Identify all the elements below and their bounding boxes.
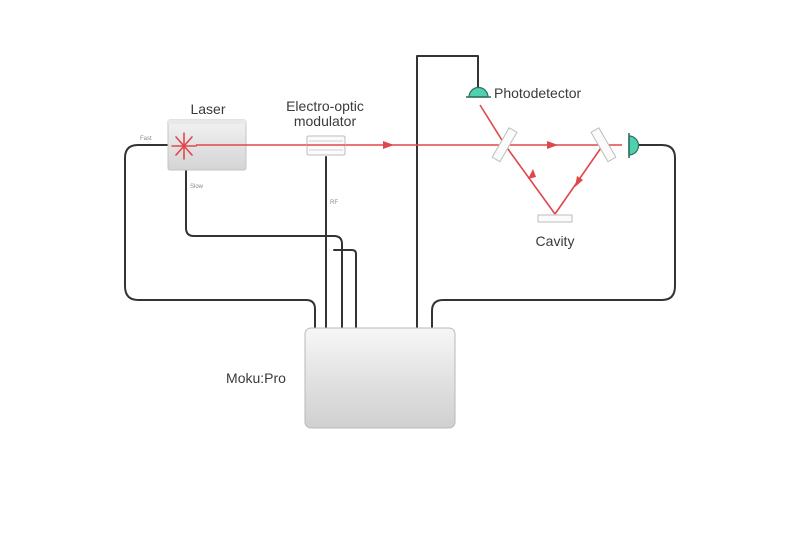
- cable-output-detector: [431, 144, 676, 329]
- label-laser: Laser: [190, 101, 225, 117]
- label-moku-pro: Moku:Pro: [226, 370, 286, 386]
- cable-laser-slow: [185, 169, 343, 329]
- beam-reflect-detector: [479, 104, 506, 146]
- beam-from-cavity-mirror: [504, 144, 556, 215]
- mirror-cavity-bottom: [537, 214, 573, 223]
- mirror-output-coupler: [590, 127, 617, 163]
- beam-arrow-icon: [547, 141, 558, 149]
- label-laser-fast: Fast: [140, 136, 152, 142]
- moku-body: [304, 327, 456, 429]
- label-eom-rf: RF: [330, 200, 338, 206]
- label-eom-line2: modulator: [294, 113, 357, 129]
- label-laser-slow: Slow: [190, 184, 204, 190]
- label-eom-line1: Electro-optic: [286, 98, 364, 114]
- label-photodetector: Photodetector: [494, 85, 582, 101]
- cable-photodetector: [416, 55, 479, 329]
- cable-laser-fast: [124, 144, 316, 329]
- beam-path: [196, 104, 622, 215]
- mirror-input-coupler: [491, 127, 518, 163]
- beam-arrow-icon: [528, 169, 536, 179]
- moku-pro-device: [304, 327, 456, 429]
- photodetector-icon: [628, 133, 640, 158]
- beam-arrow-icon: [575, 176, 583, 187]
- cables: [124, 55, 676, 329]
- electro-optic-modulator: [306, 135, 346, 156]
- cable-eom-rf-2: [333, 249, 357, 329]
- laser-top-strip: [168, 120, 246, 124]
- beam-arrow-icon: [383, 141, 394, 149]
- photodetector-icon: [466, 86, 491, 98]
- label-cavity: Cavity: [536, 233, 575, 249]
- laser-star-icon: [171, 132, 197, 160]
